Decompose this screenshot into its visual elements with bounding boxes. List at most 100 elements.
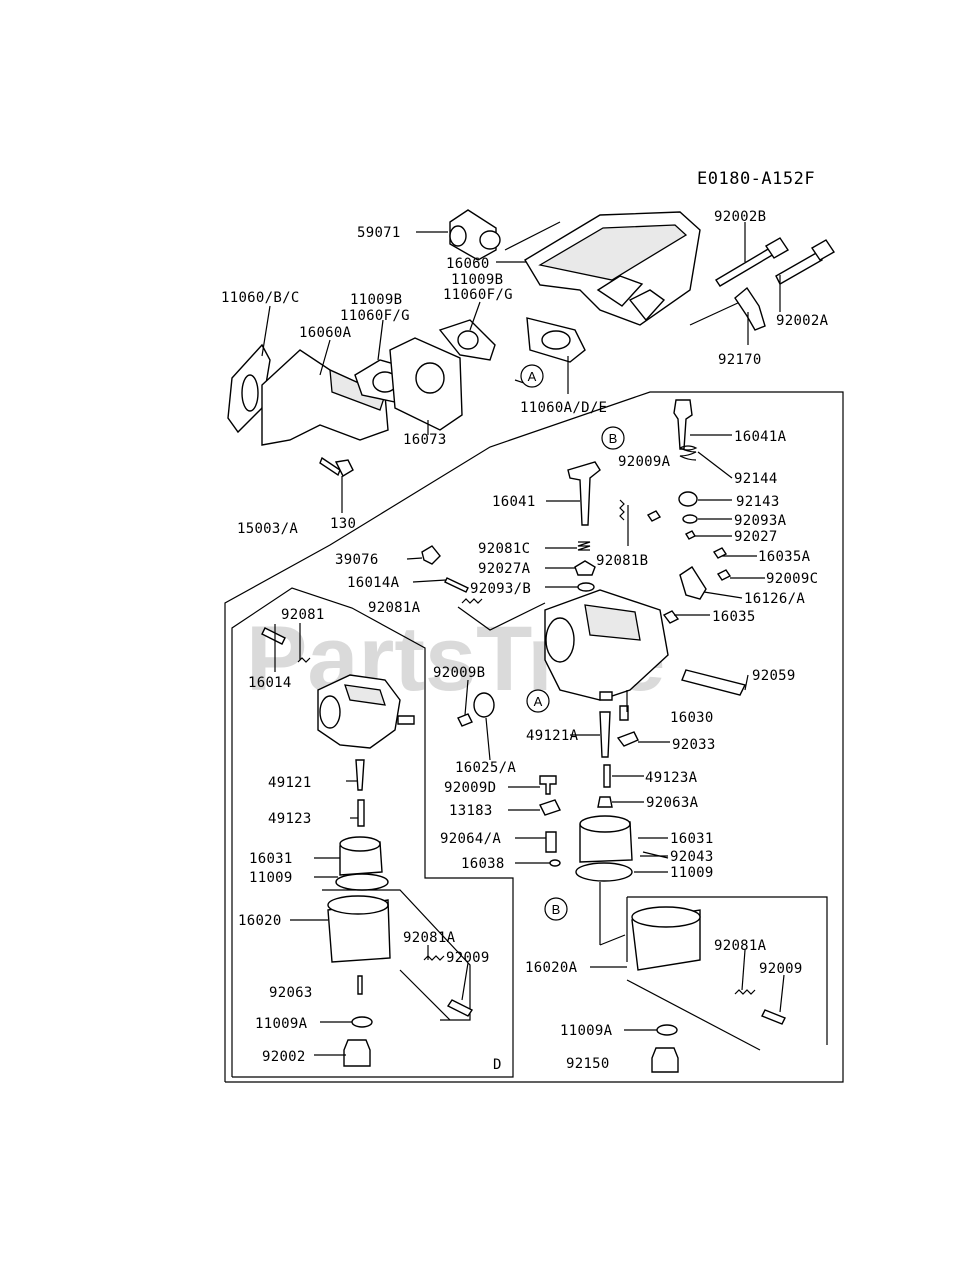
part-label: 92063	[269, 985, 313, 1001]
jet-49121	[355, 759, 365, 791]
callout-circle-b-top	[601, 426, 625, 450]
screw-16035	[662, 610, 680, 624]
part-label: 16038	[461, 856, 505, 872]
drain-92063	[357, 975, 363, 995]
part-label: 16126/A	[744, 591, 805, 607]
gasket-11009A-d	[351, 1016, 373, 1028]
part-label: 92043	[670, 849, 714, 865]
bolt-130	[319, 456, 354, 477]
part-label: 92081C	[478, 541, 530, 557]
part-label: 92059	[752, 668, 796, 684]
screw-small	[646, 510, 662, 522]
part-label: 11060F/G	[443, 287, 513, 303]
gasket-11009A-right	[656, 1024, 678, 1036]
part-label: 16031	[670, 831, 714, 847]
needle-16014A	[444, 577, 469, 593]
part-label: 92009D	[444, 780, 496, 796]
part-label: 92093A	[734, 513, 787, 529]
callout-circle-a-mid	[526, 689, 550, 713]
part-label: 92144	[734, 471, 778, 487]
callout-circle-a-top	[520, 364, 544, 388]
part-label: 92081A	[403, 930, 456, 946]
screw-92064A	[545, 831, 557, 853]
jet-49123A	[603, 764, 611, 788]
part-label: 49123A	[645, 770, 698, 786]
bracket-13183	[539, 799, 561, 816]
part-label: 16060	[446, 256, 490, 272]
collar-92143	[678, 491, 698, 507]
bracket-92170	[734, 286, 766, 331]
part-label: 92009	[446, 950, 490, 966]
float-16031-d	[339, 836, 383, 876]
part-label: 16035	[712, 609, 756, 625]
part-label: 92093/B	[470, 581, 531, 597]
screw-92009-d	[446, 999, 474, 1017]
callout-b-mid: B	[552, 902, 561, 917]
part-label: 92009	[759, 961, 803, 977]
pin-92043	[642, 851, 669, 859]
plate-16126A	[679, 566, 707, 600]
part-16038	[549, 859, 561, 867]
jet-49123	[357, 799, 365, 827]
spring-92144	[679, 445, 698, 461]
connector-59071	[449, 209, 501, 261]
part-label: 16014A	[347, 575, 400, 591]
part-label: 11009	[249, 870, 293, 886]
part-label: 11009B	[350, 292, 402, 308]
part-label: 39076	[335, 552, 379, 568]
part-label: 16035A	[758, 549, 811, 565]
screw-92009B	[457, 713, 473, 727]
part-16030	[619, 705, 629, 721]
part-label: 49121A	[526, 728, 579, 744]
part-label: 16041A	[734, 429, 787, 445]
part-label: 15003/A	[237, 521, 298, 537]
spring-92081C	[577, 541, 591, 551]
screw-92009-right	[761, 1009, 786, 1025]
part-label: 11009A	[255, 1016, 308, 1032]
spring-92081B	[619, 499, 625, 521]
part-92027A	[574, 560, 596, 576]
part-label: 92081A	[714, 938, 767, 954]
part-label: 16041	[492, 494, 536, 510]
spring-92081A-d	[423, 955, 445, 961]
float-16031-main	[579, 815, 633, 863]
part-label: 11060/B/C	[221, 290, 300, 306]
bowl-16020	[327, 895, 391, 963]
part-label: 92002A	[776, 313, 829, 329]
gasket-11009-d	[335, 873, 389, 891]
part-label: 11009A	[560, 1023, 613, 1039]
part-label: 92002B	[714, 209, 766, 225]
part-label: 92027A	[478, 561, 531, 577]
bolt-92002A	[775, 239, 835, 285]
callouts: A B A B D	[493, 364, 625, 1073]
part-label: 92081	[281, 607, 325, 623]
spring-92081A-right	[734, 989, 756, 995]
part-label: 92143	[736, 494, 780, 510]
part-label: 16060A	[299, 325, 352, 341]
clip-92033	[616, 731, 639, 747]
part-label: 49121	[268, 775, 312, 791]
part-label: 16031	[249, 851, 293, 867]
section-marker-d: D	[493, 1057, 502, 1073]
seal-92093A	[682, 514, 698, 524]
part-label: 16020	[238, 913, 282, 929]
gasket-11060A	[526, 317, 586, 363]
part-label: 92033	[672, 737, 716, 753]
part-label: 92063A	[646, 795, 699, 811]
carburetor-parts	[421, 399, 786, 1073]
carburetor-body-d	[317, 674, 415, 749]
part-label: 92081A	[368, 600, 421, 616]
diagram-code: E0180-A152F	[697, 169, 815, 189]
part-label: 92009B	[433, 665, 485, 681]
part-label: 13183	[449, 803, 493, 819]
seal-92093B	[577, 582, 595, 592]
callout-circle-b-mid	[544, 897, 568, 921]
part-label: 11009	[670, 865, 714, 881]
part-label: 92150	[566, 1056, 610, 1072]
clip-92027	[685, 530, 696, 540]
nut-92063A	[597, 796, 613, 808]
lever-16041	[567, 461, 601, 526]
part-label: 11060F/G	[340, 308, 410, 324]
bolt-92150	[651, 1047, 679, 1073]
